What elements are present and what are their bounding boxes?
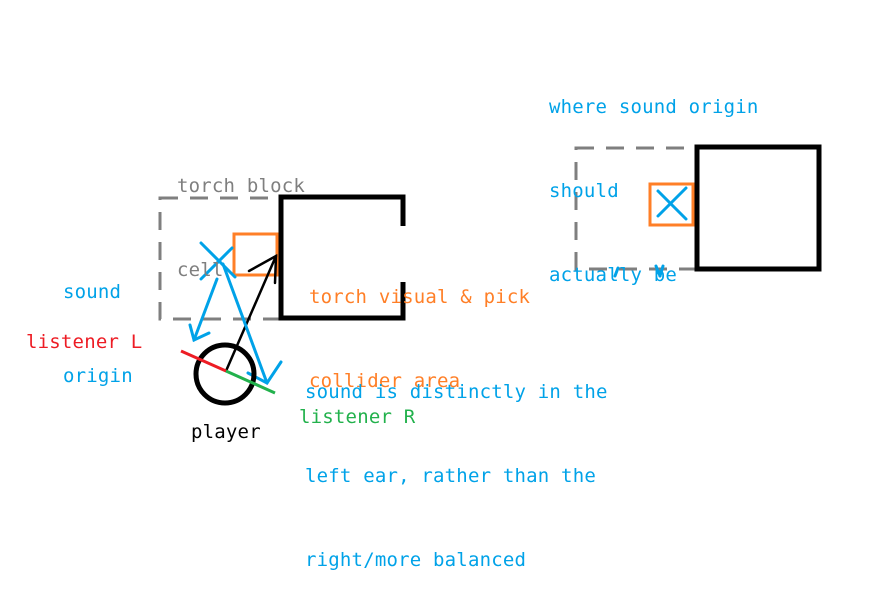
correct-origin-caption-line: where sound origin [549, 96, 759, 118]
listener-left-label: listener L [26, 331, 143, 353]
sound-origin-x-icon [199, 241, 237, 281]
player-label: player [191, 421, 261, 443]
explanation-line: left ear, rather than the [305, 465, 596, 487]
sound-to-left-ear-arrow [188, 277, 219, 343]
correct-origin-caption-line: should [549, 180, 619, 202]
player-to-collider-arrow [224, 253, 278, 373]
correct-origin-caption: where sound origin should actually be [549, 37, 759, 317]
collider-box-correct [648, 182, 695, 227]
diagram-canvas [158, 144, 822, 406]
player-circle-icon [193, 342, 257, 406]
torch-block-cell-label-line: cell [177, 259, 224, 281]
sound-origin-label-line: sound [63, 281, 122, 303]
collider-label: torch visual & pick collider area [309, 227, 530, 423]
torch-block-cell-label: torch block cell [177, 116, 305, 312]
listener-left-line [180, 349, 227, 373]
listener-right-label: listener R [299, 406, 416, 428]
arrow-remnants [613, 264, 665, 278]
sound-origin-label-line: origin [63, 365, 133, 387]
wall-block-gap [399, 226, 407, 282]
wall-block-outline-correct [694, 144, 822, 272]
sound-origin-x-icon-correct [656, 186, 688, 221]
correct-origin-caption-line: actually be [549, 264, 678, 286]
collider-label-line: torch visual & pick [309, 286, 531, 308]
torch-block-cell-label-line: torch block [177, 175, 306, 197]
collider-label-line: collider area [309, 370, 461, 392]
listener-right-line [225, 369, 276, 395]
explanation-line: sound is distinctly in the [305, 381, 608, 403]
explanation-line: right/more balanced [305, 549, 527, 571]
sound-origin-label: sound origin [63, 222, 133, 418]
explanation-text: sound is distinctly in the left ear, rat… [305, 322, 608, 602]
